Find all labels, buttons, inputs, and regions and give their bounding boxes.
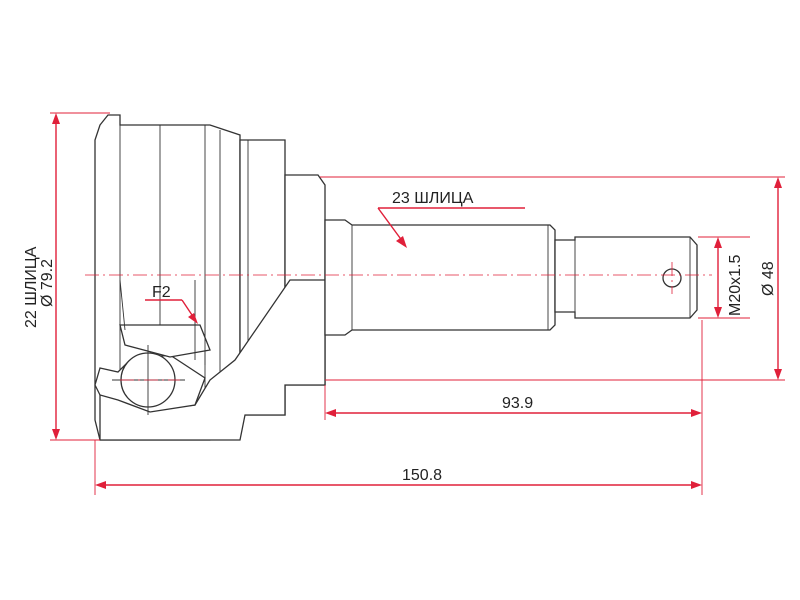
shaft: [324, 219, 698, 336]
length-total-label: 150.8: [402, 467, 442, 484]
dimension-thread: [714, 237, 722, 318]
shaft-diameter-label: Ø 48: [760, 261, 777, 296]
leader-inner-splines: [377, 207, 525, 248]
dimension-length-total: [95, 481, 702, 489]
leader-f2: [145, 299, 198, 324]
extension-lines: [50, 112, 785, 495]
dimension-length-shaft: [325, 409, 702, 417]
outer-splines-label: 22 ШЛИЦА: [23, 246, 40, 328]
dimension-shaft-diameter: [774, 177, 782, 380]
f2-label: F2: [152, 284, 171, 301]
joint-housing: [94, 114, 326, 441]
outer-diameter-label: Ø 79.2: [39, 259, 56, 307]
dimension-outer-diameter: [52, 113, 60, 440]
inner-splines-label: 23 ШЛИЦА: [392, 190, 474, 207]
thread-label: M20x1.5: [727, 255, 744, 316]
length-shaft-label: 93.9: [502, 395, 533, 412]
